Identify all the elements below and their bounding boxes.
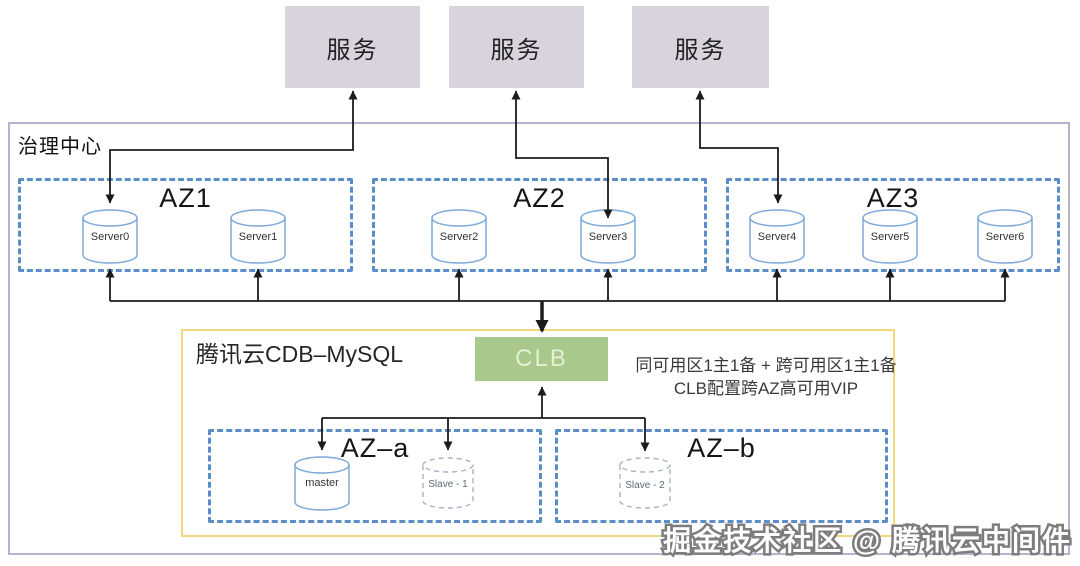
watermark: 掘金技术社区 @ 腾讯云中间件 掘金技术社区 @ 腾讯云中间件 <box>661 519 1073 559</box>
cdb-mysql-title: 腾讯云CDB–MySQL <box>196 341 404 367</box>
watermark-outline: 掘金技术社区 @ 腾讯云中间件 <box>661 523 1073 559</box>
server1-label: Server1 <box>238 231 278 243</box>
clb-note: 同可用区1主1备 + 跨可用区1主1备 CLB配置跨AZ高可用VIP <box>618 354 914 400</box>
az3-label: AZ3 <box>866 183 920 213</box>
server5-label: Server5 <box>870 231 910 243</box>
service-label-2: 服务 <box>490 36 543 64</box>
server0-label: Server0 <box>90 231 130 243</box>
service-box-3: 服务 <box>632 6 769 88</box>
clb-note-line-2: CLB配置跨AZ高可用VIP <box>673 379 859 398</box>
slave1-label: Slave - 1 <box>428 479 468 490</box>
service-box-1: 服务 <box>285 6 420 88</box>
az-b-label: AZ–b <box>687 433 756 463</box>
service-label-1: 服务 <box>326 36 379 64</box>
service-box-2: 服务 <box>449 6 584 88</box>
az-b-box <box>555 429 888 523</box>
server4-label: Server4 <box>757 231 797 243</box>
az-a-label: AZ–a <box>340 433 410 463</box>
master-label: master <box>305 477 339 489</box>
server3-label: Server3 <box>588 231 628 243</box>
slave2-label: Slave - 2 <box>625 480 665 491</box>
server2-label: Server2 <box>439 231 479 243</box>
server6-label: Server6 <box>985 231 1025 243</box>
clb-box: CLB <box>475 337 608 381</box>
service-label-3: 服务 <box>674 36 727 64</box>
az-a-box <box>208 429 542 523</box>
clb-label: CLB <box>515 345 568 372</box>
clb-note-line-1: 同可用区1主1备 + 跨可用区1主1备 <box>635 356 897 375</box>
watermark-text: 掘金技术社区 @ 腾讯云中间件 <box>663 525 1072 556</box>
az2-label: AZ2 <box>513 183 566 213</box>
governance-center-title: 治理中心 <box>18 136 102 158</box>
az1-label: AZ1 <box>159 183 212 213</box>
